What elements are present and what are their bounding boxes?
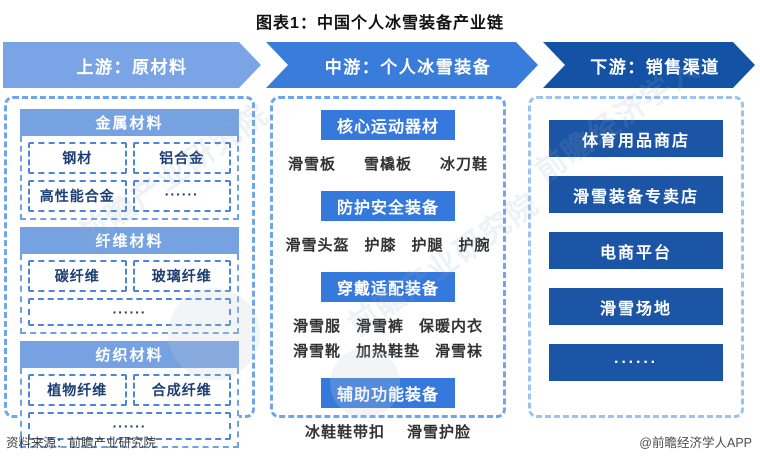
material-item-ellipsis: ······ [132,180,231,212]
downstream-column: 体育用品商店 滑雪装备专卖店 电商平台 滑雪场地 ······ [528,96,744,418]
equipment-item: 护腕 [458,237,491,254]
equipment-item: 滑雪裤 [355,318,404,335]
material-item-ellipsis: ······ [28,298,231,326]
section-header: 穿戴适配装备 [320,272,455,302]
sales-channel-box: 滑雪装备专卖店 [549,176,723,213]
section-header: 防护安全装备 [320,191,455,221]
group-header: 纺织材料 [20,341,239,368]
equipment-section-auxiliary: 辅助功能装备 冰鞋鞋带扣 滑雪护脸 [273,361,503,442]
equipment-item: 护腿 [411,237,444,254]
sales-channel-box-ellipsis: ······ [549,344,723,381]
page-title: 图表1：中国个人冰雪装备产业链 [256,15,504,32]
stage-midstream-label: 中游：个人冰雪装备 [324,57,492,77]
equipment-item: 滑雪服 [292,318,341,335]
upstream-column: 金属材料 钢材 铝合金 高性能合金 ······ 纤维材料 碳纤维 玻璃纤维 ·… [4,96,255,448]
material-item: 玻璃纤维 [132,260,231,292]
equipment-item: 滑雪靴 [292,343,341,360]
group-header: 金属材料 [20,109,239,136]
sales-channel-box: 滑雪场地 [549,288,723,325]
credit-note: @前瞻经济学人APP [639,436,752,450]
material-group-textile: 纺织材料 植物纤维 合成纤维 ······ [20,341,239,448]
material-item: 铝合金 [132,142,231,174]
equipment-item: 冰鞋鞋带扣 [304,424,385,441]
equipment-item: 保暖内衣 [419,318,484,335]
stage-upstream-label: 上游：原材料 [76,57,188,77]
equipment-item: 滑雪头盔 [285,237,350,254]
material-group-fiber: 纤维材料 碳纤维 玻璃纤维 ······ [20,227,239,334]
section-header: 辅助功能装备 [320,378,455,408]
material-item: 植物纤维 [28,374,127,406]
equipment-section-protective: 防护安全装备 滑雪头盔 护膝 护腿 护腕 [273,174,503,255]
material-item-ellipsis: ······ [28,412,231,440]
stage-arrow-row: 上游：原材料 中游：个人冰雪装备 下游：销售渠道 [3,42,755,88]
midstream-column: 核心运动器材 滑雪板 雪橇板 冰刀鞋 防护安全装备 滑雪头盔 护膝 护腿 护腕 … [270,96,506,441]
equipment-section-core: 核心运动器材 滑雪板 雪橇板 冰刀鞋 [273,110,503,174]
section-header: 核心运动器材 [320,110,455,140]
material-item: 碳纤维 [28,260,127,292]
group-items: 植物纤维 合成纤维 ······ [20,368,239,448]
material-group-metal: 金属材料 钢材 铝合金 高性能合金 ······ [20,109,239,220]
equipment-item: 护膝 [364,237,397,254]
equipment-item: 冰刀鞋 [440,156,489,173]
material-item: 高性能合金 [28,180,127,212]
equipment-item: 滑雪护脸 [407,424,472,441]
group-items: 碳纤维 玻璃纤维 ······ [20,254,239,334]
equipment-item: 雪橇板 [363,156,412,173]
group-items: 钢材 铝合金 高性能合金 ······ [20,136,239,220]
group-header: 纤维材料 [20,227,239,254]
section-items-line: 滑雪头盔 护膝 护腿 护腕 [273,234,503,255]
section-items-line: 滑雪服 滑雪裤 保暖内衣 [273,315,503,336]
section-items-line: 滑雪靴 加热鞋垫 滑雪袜 [273,340,503,361]
equipment-item: 加热鞋垫 [355,343,420,360]
equipment-item: 滑雪袜 [435,343,484,360]
sales-channel-box: 体育用品商店 [549,120,723,157]
section-items-line: 冰鞋鞋带扣 滑雪护脸 [273,421,503,442]
data-source-note: 资料来源：前瞻产业研究院 [6,436,157,450]
stage-arrow-midstream: 中游：个人冰雪装备 [266,42,538,88]
stage-arrow-upstream: 上游：原材料 [3,42,261,88]
sales-channel-box: 电商平台 [549,232,723,269]
equipment-item: 滑雪板 [287,156,336,173]
material-item: 钢材 [28,142,127,174]
stage-downstream-label: 下游：销售渠道 [590,57,720,77]
equipment-section-wearable: 穿戴适配装备 滑雪服 滑雪裤 保暖内衣 滑雪靴 加热鞋垫 滑雪袜 [273,255,503,361]
stage-arrow-downstream: 下游：销售渠道 [543,42,755,88]
section-items-line: 滑雪板 雪橇板 冰刀鞋 [273,153,503,174]
material-item: 合成纤维 [132,374,231,406]
